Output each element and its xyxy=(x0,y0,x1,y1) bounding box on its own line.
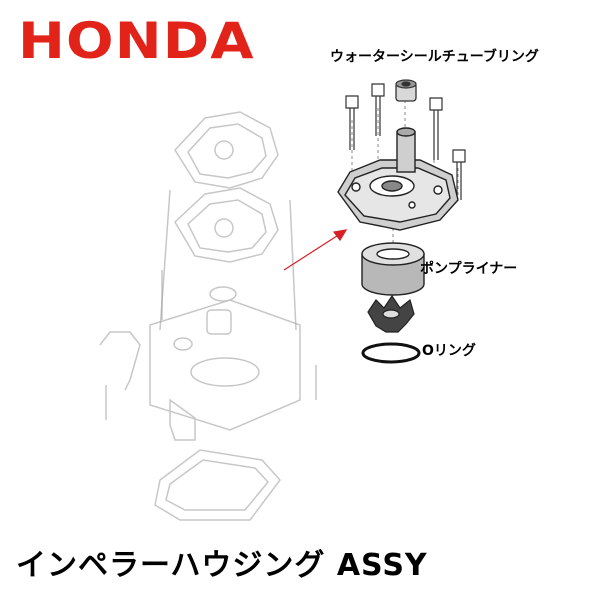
impeller xyxy=(367,294,415,333)
impeller-housing xyxy=(337,127,459,231)
label-water-seal-tube-ring: ウォーターシールチューブリング xyxy=(330,49,539,65)
honda-logo: HONDA xyxy=(18,12,255,70)
product-title: インペラーハウジング ASSY xyxy=(16,548,428,583)
bolts xyxy=(345,83,466,200)
label-pump-liner: ポンプライナー xyxy=(420,261,518,277)
o-ring xyxy=(361,342,421,364)
water-seal-tube-ring xyxy=(395,79,417,102)
background-pump-housing xyxy=(99,270,317,521)
assembly-arrow xyxy=(283,229,348,271)
pump-liner xyxy=(361,242,425,296)
background-gasket-plates xyxy=(159,111,297,331)
label-o-ring: Oリング xyxy=(422,343,476,359)
